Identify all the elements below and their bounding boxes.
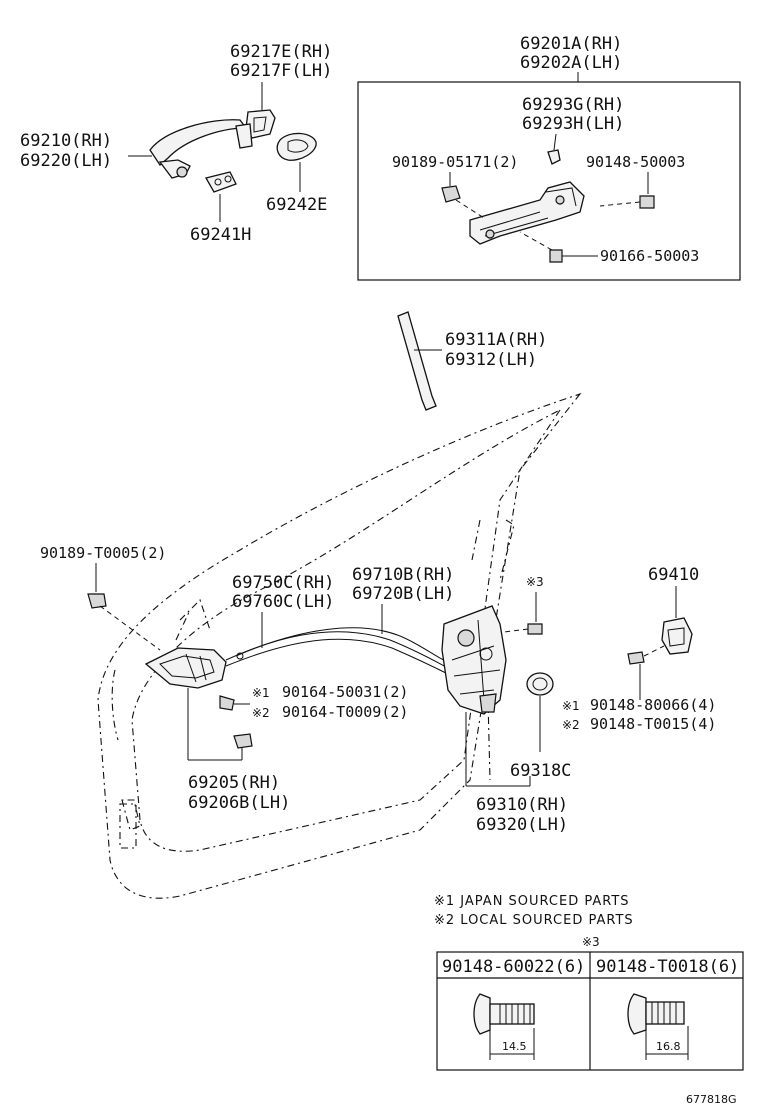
mark-3-lock: ※3 — [526, 575, 544, 589]
screw-90164-part — [219, 695, 235, 711]
mark-2-screw: ※2 — [252, 706, 270, 720]
label-90166-50003: 90166-50003 — [600, 247, 699, 265]
label-69320: 69320(LH) — [476, 815, 568, 835]
pad-69242e-part — [276, 132, 317, 161]
label-69750c: 69750C(RH) — [232, 573, 334, 593]
label-69205: 69205(RH) — [188, 773, 280, 793]
handle-frame-group: 69201A(RH) 69202A(LH) 69293G(RH) 69293H(… — [357, 34, 741, 281]
label-69242e: 69242E — [266, 195, 327, 215]
clip-90189-part — [441, 185, 461, 203]
striker-69410-part — [661, 617, 693, 655]
handle-frame-part — [469, 181, 585, 245]
bolt-90148-part — [639, 195, 655, 209]
door-lock-group: ※3 69318C 69310(RH) 69320(LH) — [441, 575, 571, 835]
note-local-sourced: ※2 LOCAL SOURCED PARTS — [434, 913, 634, 928]
label-69293g: 69293G(RH) — [522, 95, 624, 115]
door-lock-part — [441, 605, 507, 715]
label-69217e: 69217E(RH) — [230, 42, 332, 62]
mark-2-striker: ※2 — [562, 718, 580, 732]
label-69710b: 69710B(RH) — [352, 565, 454, 585]
label-90148-50003: 90148-50003 — [586, 153, 685, 171]
outside-handle-group: 69217E(RH) 69217F(LH) 69210(RH) 69220(LH… — [20, 42, 332, 245]
label-90164-50031: 90164-50031(2) — [282, 683, 408, 701]
bolt-table: ※3 90148-60022(6) 90148-T0018(6) 14.5 16… — [436, 935, 744, 1071]
label-69310: 69310(RH) — [476, 795, 568, 815]
label-90148-80066: 90148-80066(4) — [590, 696, 716, 714]
screw-90166-part — [549, 249, 563, 263]
label-69318c: 69318C — [510, 761, 571, 781]
bolt-table-right-part: 90148-T0018(6) — [596, 957, 739, 977]
bolt-table-mark: ※3 — [582, 935, 600, 949]
label-90164-t0009: 90164-T0009(2) — [282, 703, 408, 721]
bolt-right-head — [627, 993, 647, 1035]
bolt-table-left-part: 90148-60022(6) — [442, 957, 585, 977]
label-69202a: 69202A(LH) — [520, 53, 622, 73]
cable-69750-path — [225, 631, 453, 671]
notes-group: ※1 JAPAN SOURCED PARTS ※2 LOCAL SOURCED … — [434, 894, 634, 928]
mark-1-screw: ※1 — [252, 686, 270, 700]
note-japan-sourced: ※1 JAPAN SOURCED PARTS — [434, 894, 630, 909]
label-69206b: 69206B(LH) — [188, 793, 290, 813]
door-outline — [97, 392, 582, 899]
label-69220-lh: 69220(LH) — [20, 151, 112, 171]
label-69293h: 69293H(LH) — [522, 114, 624, 134]
lock-rod-group: 69311A(RH) 69312(LH) — [397, 311, 547, 411]
cap-69205-part — [233, 733, 253, 749]
bolt-right-shank — [645, 1001, 685, 1025]
lock-rod-part — [397, 311, 437, 411]
bolt-right-length: 16.8 — [656, 1040, 681, 1053]
diagram-id: 677818G — [686, 1093, 737, 1106]
screw-90148-80066-part — [627, 651, 645, 665]
bolt-left-length: 14.5 — [502, 1040, 527, 1053]
label-69720b: 69720B(LH) — [352, 584, 454, 604]
label-69410: 69410 — [648, 565, 699, 585]
bolt-left-head — [473, 993, 491, 1035]
frame-assembly-box — [357, 81, 741, 281]
outside-handle-part — [149, 119, 248, 166]
inside-handle-group: 90189-T0005(2) 69205(RH) 69206B(LH) ※1 9… — [40, 544, 408, 813]
bolt-mark-3-part — [527, 623, 543, 635]
mark-1-striker: ※1 — [562, 699, 580, 713]
label-69760c: 69760C(LH) — [232, 592, 334, 612]
label-90148-t0015: 90148-T0015(4) — [590, 715, 716, 733]
label-90189-t0005: 90189-T0005(2) — [40, 544, 166, 562]
label-69201a: 69201A(RH) — [520, 34, 622, 54]
label-69217f: 69217F(LH) — [230, 61, 332, 81]
label-69311a: 69311A(RH) — [445, 330, 547, 350]
label-90189-05171: 90189-05171(2) — [392, 153, 518, 171]
cable-group: 69750C(RH) 69760C(LH) 69710B(RH) 69720B(… — [225, 565, 454, 677]
striker-group: 69410 ※1 90148-80066(4) ※2 90148-T0015(4… — [562, 565, 716, 733]
label-69241h: 69241H — [190, 225, 251, 245]
label-69210: 69210(RH) — [20, 131, 112, 151]
label-69312: 69312(LH) — [445, 350, 537, 370]
clip-90189-t0005-part — [87, 593, 107, 609]
seal-69318c-part — [526, 672, 554, 696]
